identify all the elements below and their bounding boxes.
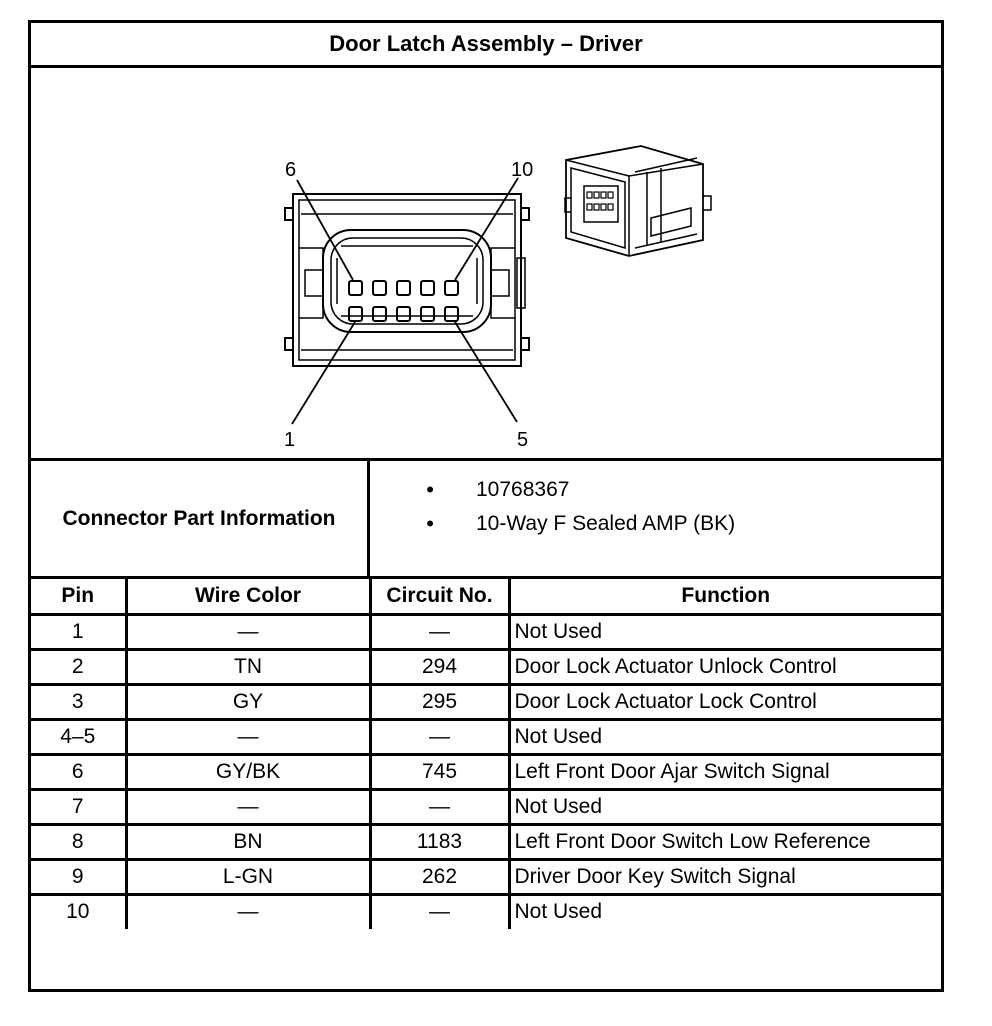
- page-title: Door Latch Assembly – Driver: [31, 23, 941, 68]
- cell-circuit: 745: [368, 752, 511, 791]
- cavity-4: [420, 306, 435, 322]
- pin-label-bottom-left: 1: [284, 429, 295, 451]
- table-row: 4–5 — — Not Used: [31, 717, 941, 756]
- cavity-2: [372, 306, 387, 322]
- cell-function: Door Lock Actuator Unlock Control: [507, 647, 941, 686]
- cell-circuit: —: [368, 717, 511, 756]
- table-row: 10 — — Not Used: [31, 892, 941, 929]
- list-item: • 10-Way F Sealed AMP (BK): [370, 507, 941, 541]
- table-row: 3 GY 295 Door Lock Actuator Lock Control: [31, 682, 941, 721]
- pin-cavities: [348, 280, 459, 322]
- header-function: Function: [507, 579, 941, 616]
- bullet-icon: •: [426, 477, 434, 502]
- cell-circuit: 262: [368, 857, 511, 896]
- cell-circuit: 1183: [368, 822, 511, 861]
- cell-function: Door Lock Actuator Lock Control: [507, 682, 941, 721]
- cell-function: Left Front Door Switch Low Reference: [507, 822, 941, 861]
- cavity-7: [372, 280, 387, 296]
- cavity-5: [444, 306, 459, 322]
- header-pin: Pin: [31, 579, 128, 616]
- cell-wire-color: TN: [124, 647, 372, 686]
- cell-pin: 6: [31, 752, 128, 791]
- pin-number-labels: 6 10 1 5: [284, 159, 533, 451]
- cell-function: Not Used: [507, 717, 941, 756]
- cavity-6: [348, 280, 363, 296]
- cell-wire-color: —: [124, 892, 372, 929]
- cell-pin: 9: [31, 857, 128, 896]
- connector-description: 10-Way F Sealed AMP (BK): [476, 512, 736, 535]
- cell-function: Left Front Door Ajar Switch Signal: [507, 752, 941, 791]
- cell-wire-color: BN: [124, 822, 372, 861]
- part-info-label: Connector Part Information: [31, 461, 370, 576]
- cell-function: Not Used: [507, 612, 941, 651]
- cell-pin: 3: [31, 682, 128, 721]
- cell-circuit: 295: [368, 682, 511, 721]
- cavity-3: [396, 306, 411, 322]
- cell-pin: 10: [31, 892, 128, 929]
- cell-circuit: —: [368, 787, 511, 826]
- table-row: 7 — — Not Used: [31, 787, 941, 826]
- cavity-1: [348, 306, 363, 322]
- cell-pin: 1: [31, 612, 128, 651]
- cell-wire-color: L-GN: [124, 857, 372, 896]
- cell-pin: 8: [31, 822, 128, 861]
- part-number: 10768367: [476, 478, 570, 501]
- pin-leader-lines: [291, 177, 519, 425]
- table-row: 6 GY/BK 745 Left Front Door Ajar Switch …: [31, 752, 941, 791]
- pin-label-top-right: 10: [511, 159, 533, 181]
- table-header-row: Pin Wire Color Circuit No. Function: [31, 579, 941, 616]
- cell-wire-color: GY/BK: [124, 752, 372, 791]
- part-info-list: • 10768367 • 10-Way F Sealed AMP (BK): [370, 461, 941, 576]
- connector-sheet: Door Latch Assembly – Driver: [28, 20, 944, 992]
- cell-pin: 4–5: [31, 717, 128, 756]
- cell-wire-color: GY: [124, 682, 372, 721]
- header-wire-color: Wire Color: [124, 579, 372, 616]
- cell-wire-color: —: [124, 717, 372, 756]
- list-item: • 10768367: [370, 473, 941, 507]
- cell-function: Driver Door Key Switch Signal: [507, 857, 941, 896]
- pin-label-bottom-right: 5: [517, 429, 528, 451]
- cell-circuit: —: [368, 612, 511, 651]
- connector-part-information: Connector Part Information • 10768367 • …: [31, 461, 941, 579]
- cell-pin: 7: [31, 787, 128, 826]
- connector-diagram: 6 10 1 5: [31, 68, 941, 461]
- cell-function: Not Used: [507, 892, 941, 929]
- bullet-icon: •: [426, 511, 434, 536]
- connector-face: [284, 193, 530, 367]
- pinout-table: Pin Wire Color Circuit No. Function 1 — …: [31, 579, 941, 929]
- connector-housing-isometric: [564, 145, 712, 257]
- cell-circuit: 294: [368, 647, 511, 686]
- header-circuit: Circuit No.: [368, 579, 511, 616]
- connector-face-drawing: 6 10 1 5: [284, 145, 712, 451]
- cell-wire-color: —: [124, 787, 372, 826]
- cavity-8: [396, 280, 411, 296]
- table-row: 2 TN 294 Door Lock Actuator Unlock Contr…: [31, 647, 941, 686]
- pin-label-top-left: 6: [285, 159, 296, 181]
- cell-circuit: —: [368, 892, 511, 929]
- table-row: 8 BN 1183 Left Front Door Switch Low Ref…: [31, 822, 941, 861]
- table-row: 9 L-GN 262 Driver Door Key Switch Signal: [31, 857, 941, 896]
- cavity-9: [420, 280, 435, 296]
- cavity-10: [444, 280, 459, 296]
- table-row: 1 — — Not Used: [31, 612, 941, 651]
- cell-wire-color: —: [124, 612, 372, 651]
- cell-pin: 2: [31, 647, 128, 686]
- cell-function: Not Used: [507, 787, 941, 826]
